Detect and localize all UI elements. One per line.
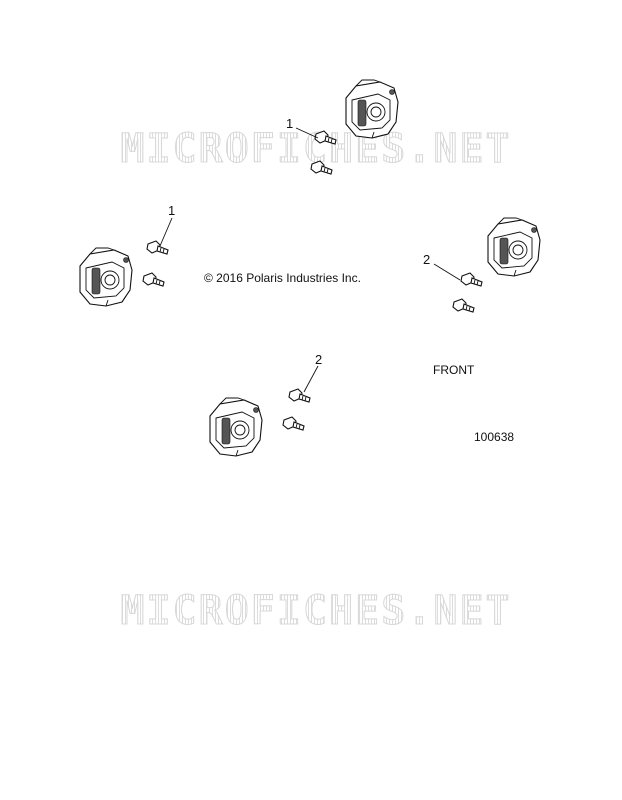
copyright-text: © 2016 Polaris Industries Inc. bbox=[204, 271, 361, 285]
leader-line bbox=[295, 127, 319, 139]
brake-caliper-icon bbox=[209, 397, 263, 457]
leader-line bbox=[159, 217, 173, 247]
bolt-icon bbox=[288, 388, 311, 403]
bolt-icon bbox=[452, 298, 475, 313]
bolt-icon bbox=[142, 272, 165, 287]
bolt-icon bbox=[310, 160, 333, 175]
bolt-icon bbox=[314, 130, 337, 145]
leader-line bbox=[433, 263, 461, 281]
callout-1-left: 1 bbox=[168, 203, 176, 218]
bolt-icon bbox=[282, 416, 305, 431]
callout-2-right: 2 bbox=[423, 252, 431, 267]
bolt-icon bbox=[146, 240, 169, 255]
bolt-icon bbox=[460, 272, 483, 287]
watermark-bottom: MICROFICHES.NET bbox=[86, 588, 546, 635]
brake-caliper-icon bbox=[345, 79, 399, 139]
figure-number: 100638 bbox=[474, 430, 515, 444]
leader-line bbox=[303, 365, 319, 393]
brake-caliper-icon bbox=[79, 247, 133, 307]
callout-2-bottom: 2 bbox=[315, 352, 323, 367]
front-label: FRONT bbox=[433, 363, 475, 377]
brake-caliper-icon bbox=[487, 217, 541, 277]
callout-1-top: 1 bbox=[286, 116, 294, 131]
